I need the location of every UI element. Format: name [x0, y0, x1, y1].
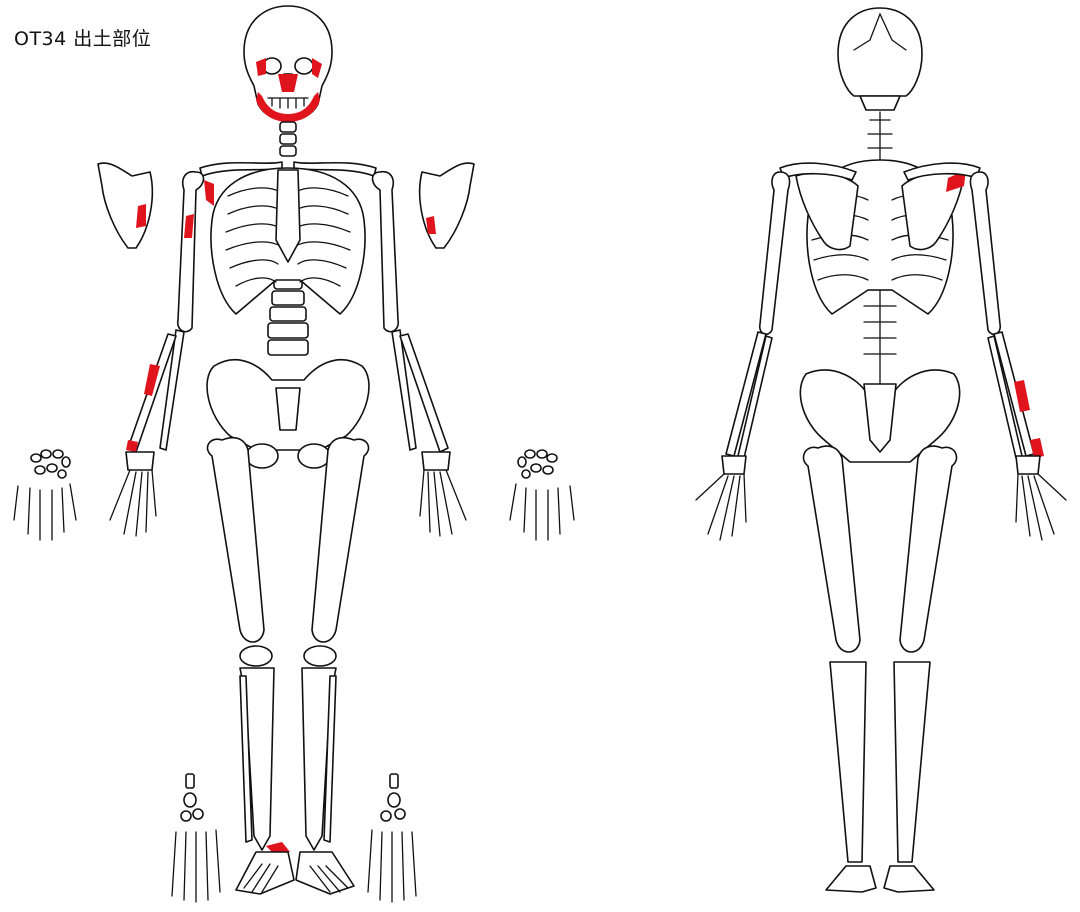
posterior-skeleton	[696, 8, 1066, 892]
foot-bones-right-separate	[368, 774, 416, 902]
humerus-head-highlight	[204, 180, 214, 206]
skull-anterior	[244, 6, 332, 122]
carpals-right-separate	[510, 450, 574, 540]
carpals-left-separate	[14, 450, 76, 540]
radius-distal-highlight	[126, 440, 138, 452]
hand-right-anterior	[420, 452, 466, 536]
anterior-skeleton	[14, 6, 574, 902]
scapula-right-separate	[420, 163, 474, 248]
hand-left-anterior	[110, 452, 156, 536]
foot-bones-left-separate	[172, 774, 220, 902]
